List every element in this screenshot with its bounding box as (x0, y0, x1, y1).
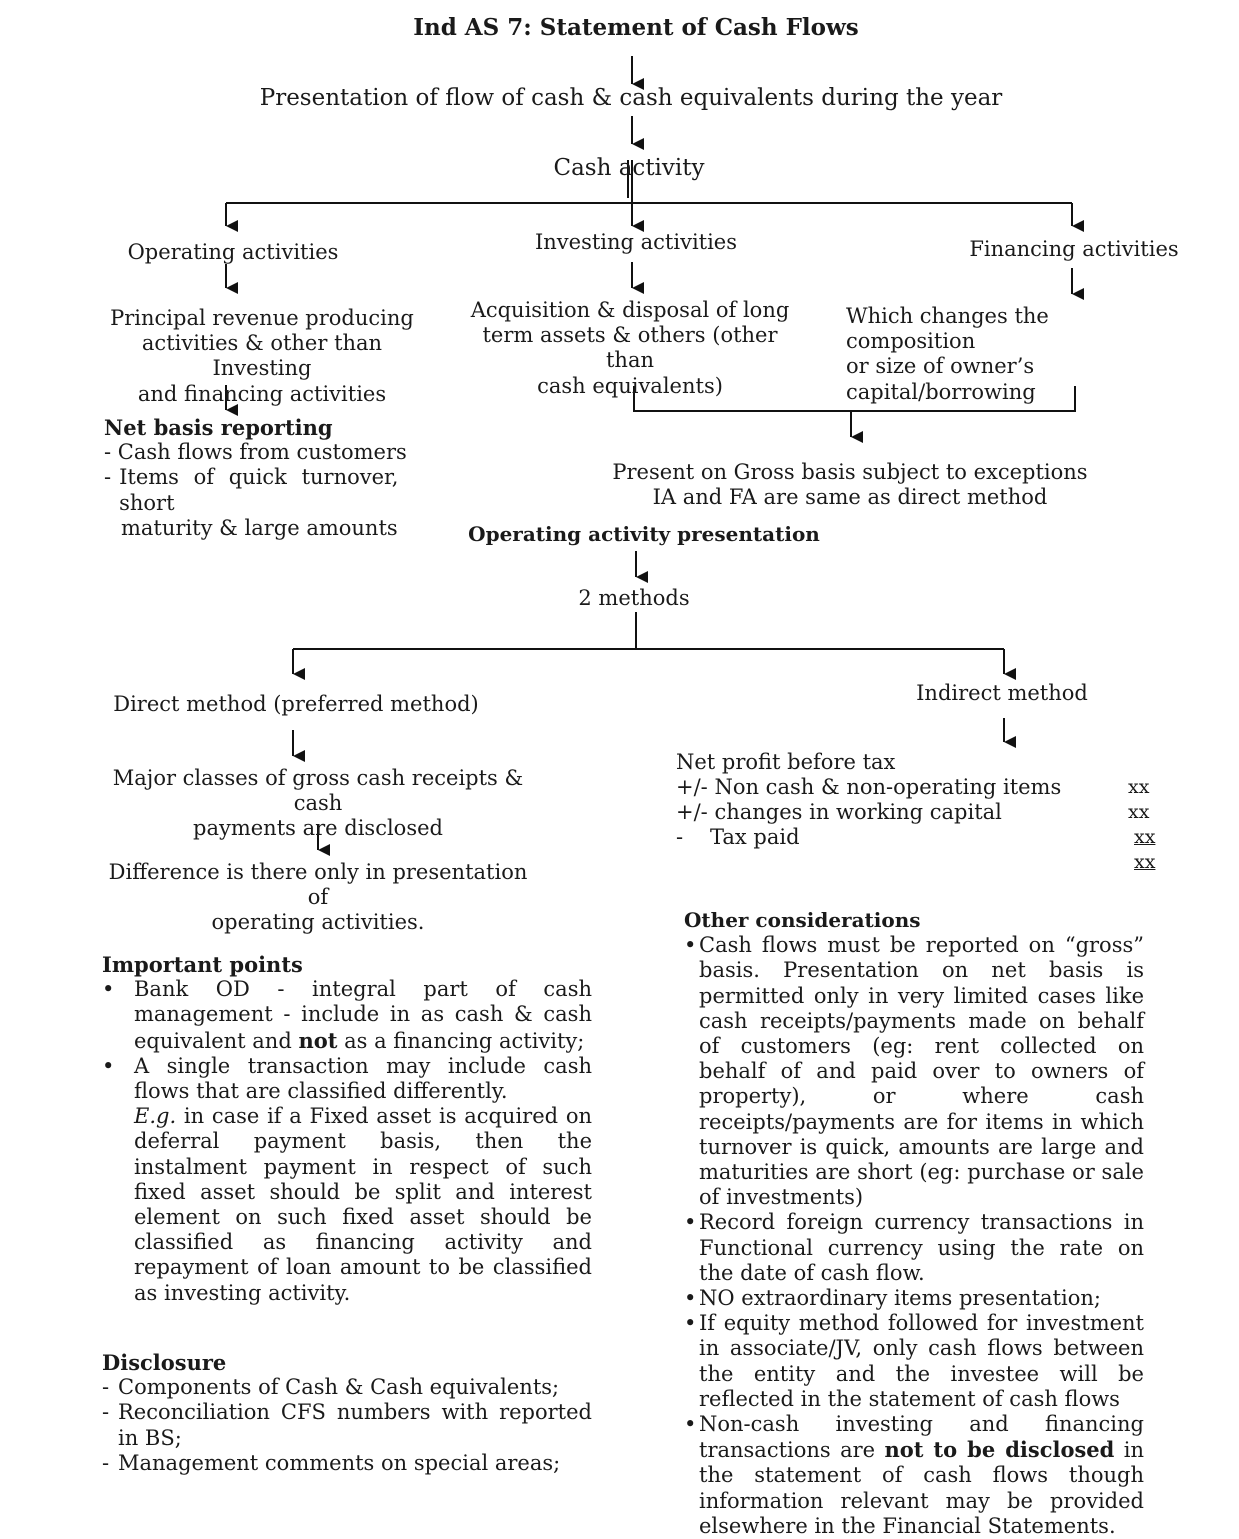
financing-desc-line: or size of owner’s (846, 354, 1035, 379)
bullet-icon: • (684, 1412, 697, 1437)
disclosure-heading: Disclosure (102, 1350, 227, 1375)
consideration-item: • Record foreign currency transactions i… (684, 1210, 1144, 1286)
consideration-text: Cash flows must be reported on “gross” b… (699, 933, 1144, 1210)
consideration-item: • NO extraordinary items presentation; (684, 1286, 1144, 1311)
important-point-item: • A single transaction may include cash … (102, 1054, 592, 1306)
gross-basis-line: IA and FA are same as direct method (652, 485, 1048, 510)
bullet-icon: • (102, 1053, 115, 1078)
cash-activity-label: Cash activity (553, 155, 705, 181)
indirect-row-label: Tax paid (710, 825, 800, 849)
direct-desc-line: Major classes of gross cash receipts & c… (112, 766, 524, 816)
bracket-investing-financing (633, 386, 1076, 412)
indirect-row-label: changes in working capital (714, 800, 1002, 824)
net-basis-item-cont: maturity & large amounts (121, 515, 398, 540)
indirect-row: +/- Non cash & non-operating items xx (676, 775, 1166, 800)
important-points-list: • Bank OD - integral part of cash manage… (102, 977, 592, 1306)
disclosure-item: -Components of Cash & Cash equivalents; (102, 1375, 560, 1400)
net-basis-item-spread: Items of quick turnover, short (119, 465, 399, 515)
net-basis-item: - Cash flows from customers (104, 440, 407, 465)
indirect-row-label: Non cash & non-operating items (714, 775, 1062, 799)
consideration-item: • Non-cash investing and financing trans… (684, 1412, 1144, 1539)
presentation-label: Presentation of flow of cash & cash equi… (259, 85, 1003, 111)
disclosure-item: -Management comments on special areas; (102, 1450, 561, 1475)
net-basis-section: Net basis reporting - Cash flows from cu… (104, 415, 444, 541)
important-point-eg: E.g. (134, 1104, 177, 1129)
important-point-example: in case if a Fixed asset is acquired on … (134, 1104, 592, 1305)
important-point-bold: not (298, 1027, 338, 1053)
other-considerations-section: Other considerations • Cash flows must b… (684, 908, 1144, 1539)
indirect-row: Net profit before tax (676, 750, 1166, 775)
direct-method-heading: Direct method (preferred method) (113, 692, 479, 716)
investing-desc-line: term assets & others (other than (482, 323, 778, 373)
indirect-method-table: Net profit before tax +/- Non cash & non… (676, 750, 1166, 875)
disclosure-item: -Reconciliation CFS numbers with reporte… (102, 1400, 592, 1450)
financing-description: Which changes the composition or size of… (846, 304, 1176, 405)
direct-method-description: Major classes of gross cash receipts & c… (98, 766, 538, 842)
investing-activities-heading: Investing activities (534, 230, 738, 254)
bullet-icon: • (102, 977, 115, 1002)
operating-desc-line: activities & other than Investing (141, 331, 383, 381)
important-point-text: A single transaction may include cash fl… (134, 1053, 592, 1104)
investing-desc-line: cash equivalents) (537, 373, 723, 398)
indirect-row-value: xx (1128, 776, 1150, 798)
consideration-text: NO extraordinary items presentation; (699, 1286, 1101, 1311)
indirect-total-row: xx (676, 850, 1166, 875)
indirect-row-sign: +/- (676, 775, 708, 799)
difference-note: Difference is there only in presentation… (98, 860, 538, 936)
important-points-section: Important points • Bank OD - integral pa… (102, 952, 592, 1306)
indirect-row-sign: - (676, 825, 684, 849)
bullet-icon: • (684, 1286, 697, 1311)
gross-basis-line: Present on Gross basis subject to except… (612, 460, 1088, 484)
important-point-text: as a financing activity; (337, 1028, 585, 1053)
important-point-text: Bank OD - integral part of cash manageme… (134, 977, 592, 1053)
net-basis-heading: Net basis reporting (104, 415, 333, 440)
important-points-heading: Important points (102, 952, 303, 977)
indirect-row-value: xx (1134, 826, 1156, 848)
direct-desc-line: payments are disclosed (193, 816, 443, 841)
operating-presentation-heading: Operating activity presentation (468, 522, 820, 546)
indirect-total-value: xx (1134, 851, 1156, 873)
bullet-icon: • (684, 933, 697, 958)
indirect-row: - Tax paid xx (676, 825, 1166, 850)
page-title: Ind AS 7: Statement of Cash Flows (413, 14, 859, 41)
disclosure-section: Disclosure -Components of Cash & Cash eq… (102, 1350, 592, 1476)
gross-basis-note: Present on Gross basis subject to except… (600, 460, 1100, 510)
bullet-icon: • (684, 1311, 697, 1336)
indirect-row: +/- changes in working capital xx (676, 800, 1166, 825)
operating-desc-line: and financing activities (137, 381, 387, 406)
difference-line: Difference is there only in presentation… (108, 860, 528, 910)
consideration-text: If equity method followed for investment… (699, 1311, 1144, 1411)
operating-activities-heading: Operating activities (127, 240, 339, 264)
consideration-text: Non-cash investing and financing transac… (699, 1412, 1144, 1463)
net-basis-item: -Items of quick turnover, short (104, 465, 444, 515)
consideration-bold: not to be disclosed (884, 1437, 1115, 1463)
important-point-item: • Bank OD - integral part of cash manage… (102, 977, 592, 1054)
consideration-text: Record foreign currency transactions in … (699, 1210, 1144, 1285)
operating-desc-line: Principal revenue producing (110, 306, 414, 330)
consideration-item: • Cash flows must be reported on “gross”… (684, 933, 1144, 1210)
investing-desc-line: Acquisition & disposal of long (470, 298, 790, 322)
financing-activities-heading: Financing activities (969, 237, 1179, 261)
investing-description: Acquisition & disposal of long term asse… (460, 298, 800, 399)
bullet-icon: • (684, 1210, 697, 1235)
difference-line: operating activities. (211, 910, 425, 935)
other-considerations-list: • Cash flows must be reported on “gross”… (684, 933, 1144, 1539)
consideration-text: in the statement of cash flows though in… (699, 1438, 1144, 1538)
indirect-row-value: xx (1128, 801, 1150, 823)
two-methods-label: 2 methods (578, 586, 690, 610)
financing-desc-line: capital/borrowing (846, 379, 1036, 404)
indirect-method-heading: Indirect method (916, 681, 1088, 705)
indirect-row-label: Net profit before tax (676, 750, 896, 774)
operating-description: Principal revenue producing activities &… (92, 306, 432, 407)
financing-desc-line: Which changes the composition (846, 304, 1049, 354)
other-considerations-heading: Other considerations (684, 908, 921, 932)
indirect-row-sign: +/- (676, 800, 708, 824)
consideration-item: • If equity method followed for investme… (684, 1311, 1144, 1412)
